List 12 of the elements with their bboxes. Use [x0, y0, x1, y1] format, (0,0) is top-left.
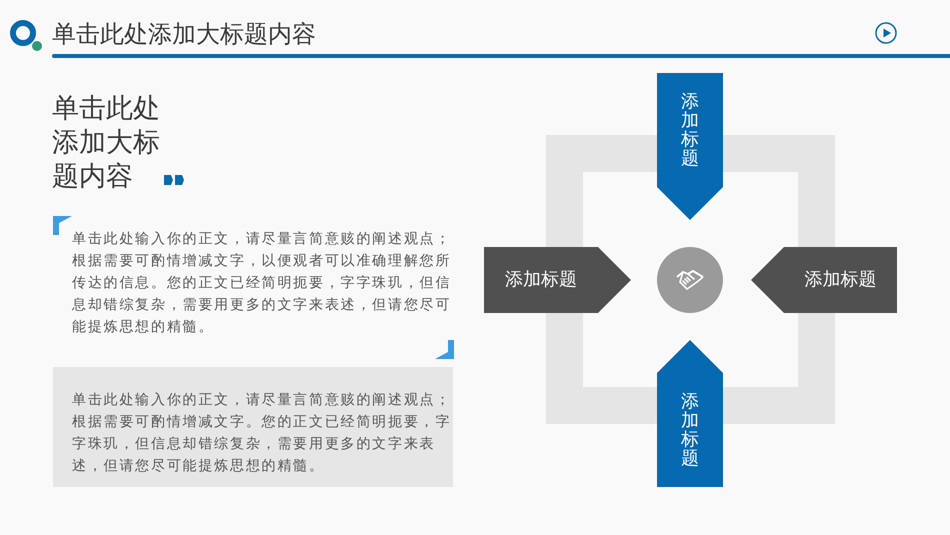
slide-title: 单击此处添加大标题内容 — [52, 19, 316, 49]
arrow-shape — [484, 247, 631, 313]
arrow-label: 添加标题 — [680, 392, 700, 468]
arrow-shape — [657, 73, 723, 220]
paragraph: 单击此处输入你的正文，请尽量言简意赅的阐述观点；根据需要可酌情增减文字。您的正文已经简明扼要，字字珠玑，但信息却错综复杂，需要用更多的文字来表述，但请您尽可能提炼思想的精髓。 — [72, 391, 452, 476]
arrow-shape — [751, 247, 897, 313]
arrow-label: 添加标题 — [804, 269, 876, 291]
arrow-label: 添加标题 — [680, 92, 700, 168]
paragraph: 单击此处输入你的正文，请尽量言简意赅的阐述观点；根据需要可酌情增减文字，以便观者可以准确理解您所传达的信息。您的正文已经简明扼要，字字珠玑，但信息却错综复杂，需要用更多的文字来表述，但请您尽可能提炼思想的精髓。 — [72, 230, 452, 337]
arrow-label: 添加标题 — [505, 269, 577, 291]
arrow-shape — [657, 340, 723, 487]
heading: 单击此处添加大标题内容 — [52, 92, 161, 194]
